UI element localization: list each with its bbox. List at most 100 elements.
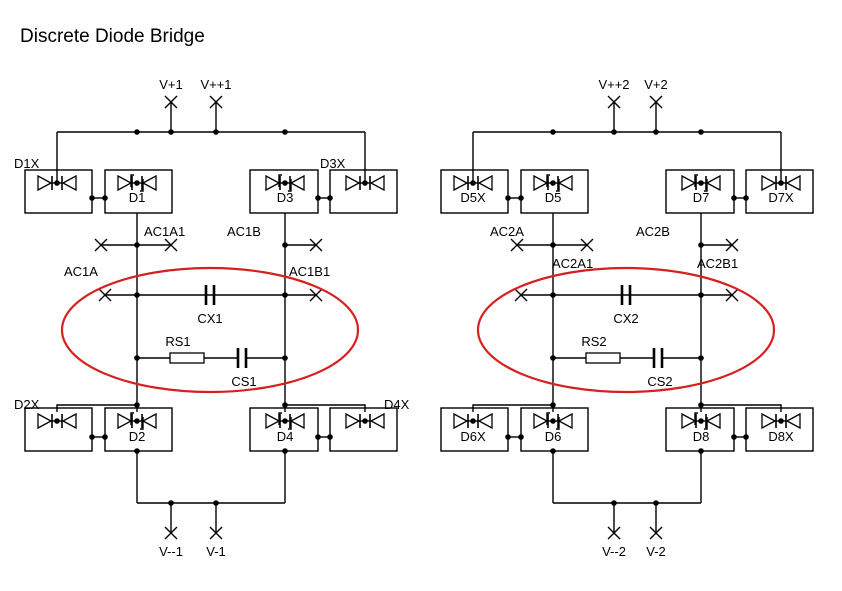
diode-box: [745, 407, 814, 452]
junction-dot: [778, 180, 784, 186]
diode-anode: [681, 174, 697, 192]
terminal-cross: [514, 288, 528, 302]
junction-dot: [550, 129, 556, 135]
diode-pair-outer-bl-b: [477, 412, 493, 430]
page-title: Discrete Diode Bridge: [20, 26, 205, 47]
junction-dot: [698, 292, 704, 298]
diode-main-br-b: [289, 412, 305, 430]
diode-box: [329, 407, 398, 452]
junction-dot: [89, 195, 95, 201]
net-label: AC1B1: [289, 264, 330, 279]
junction-dot: [282, 402, 288, 408]
junction-dot: [134, 418, 140, 424]
junction-dot: [550, 402, 556, 408]
terminal-cross: [209, 526, 223, 540]
diode-anode: [37, 412, 53, 430]
diode-pair-outer-tl-b: [477, 174, 493, 192]
component-label: RS2: [581, 334, 606, 349]
junction-dot: [327, 434, 333, 440]
diode-box: [24, 407, 93, 452]
diode-anode: [141, 412, 157, 430]
diode-box: [329, 169, 398, 214]
wire: [56, 404, 137, 412]
diode-pair-outer-bl-a: [37, 412, 53, 430]
terminal-cross: [309, 288, 323, 302]
diode-box: [104, 169, 173, 214]
junction-dot: [134, 129, 140, 135]
junction-dot: [54, 418, 60, 424]
terminal-cross: [580, 238, 594, 252]
diode-main-br-a: [265, 412, 281, 430]
diode-anode: [533, 174, 549, 192]
diode-box: [249, 169, 319, 214]
diode-pair-outer-br-a: [761, 412, 777, 430]
snubber-resistor: [585, 352, 621, 364]
port-label-bottom: V--2: [602, 544, 626, 559]
diode-main-tl-bracket: [130, 174, 144, 192]
diode-pair-outer-bl-b: [61, 412, 77, 430]
wire: [285, 404, 366, 412]
diode-main-tl-b: [557, 174, 573, 192]
junction-dot: [134, 402, 140, 408]
diode-pair-outer-tl-b: [61, 174, 77, 192]
port-label-top: V+2: [644, 77, 668, 92]
diode-main-tr-b: [705, 174, 721, 192]
port-label-top: V++1: [200, 77, 231, 92]
terminal-cross: [649, 526, 663, 540]
diode-anode: [117, 412, 133, 430]
junction-dot: [518, 195, 524, 201]
diode-anode: [453, 174, 469, 192]
junction-dot: [611, 129, 617, 135]
junction-dot: [653, 129, 659, 135]
port-label-bottom: V-2: [646, 544, 666, 559]
diode-pair-outer-bl-a: [453, 412, 469, 430]
diode-pair-outer-tr-b: [785, 174, 801, 192]
junction-dot: [134, 180, 140, 186]
diode-label: D1: [129, 190, 146, 205]
junction-dot: [470, 418, 476, 424]
diode-main-tr-bracket: [278, 174, 292, 192]
diode-box: [24, 169, 93, 214]
diode-main-bl-bracket: [546, 412, 560, 430]
port-label-top: V++2: [598, 77, 629, 92]
diode-pair-outer-tr-a: [761, 174, 777, 192]
diode-anode: [761, 412, 777, 430]
diode-anode: [345, 412, 361, 430]
diode-label: D2X: [14, 397, 40, 412]
terminal-cross: [164, 526, 178, 540]
diode-main-br-a: [681, 412, 697, 430]
terminal-cross: [607, 526, 621, 540]
terminal-cross: [164, 238, 178, 252]
junction-dot: [362, 180, 368, 186]
junction-dot: [470, 180, 476, 186]
component-label: CX2: [613, 311, 638, 326]
junction-dot: [550, 448, 556, 454]
diode-main-tr-b: [289, 174, 305, 192]
junction-dot: [550, 355, 556, 361]
junction-dot: [698, 355, 704, 361]
junction-dot: [362, 418, 368, 424]
diode-anode: [557, 174, 573, 192]
component-label: CS1: [231, 374, 256, 389]
diode-anode: [453, 412, 469, 430]
diode-label: D5: [545, 190, 562, 205]
diode-anode: [369, 174, 385, 192]
junction-dot: [731, 434, 737, 440]
diode-anode: [533, 412, 549, 430]
junction-dot: [282, 292, 288, 298]
junction-dot: [134, 448, 140, 454]
diode-anode: [369, 412, 385, 430]
diode-main-bl-a: [117, 412, 133, 430]
junction-dot: [282, 242, 288, 248]
junction-dot: [168, 129, 174, 135]
diode-box: [440, 407, 509, 452]
component-label: RS1: [165, 334, 190, 349]
diode-main-tr-a: [265, 174, 281, 192]
diode-anode: [265, 412, 281, 430]
junction-dot: [743, 195, 749, 201]
junction-dot: [327, 195, 333, 201]
diode-label: D5X: [460, 190, 486, 205]
junction-dot: [698, 129, 704, 135]
diode-anode: [289, 174, 305, 192]
